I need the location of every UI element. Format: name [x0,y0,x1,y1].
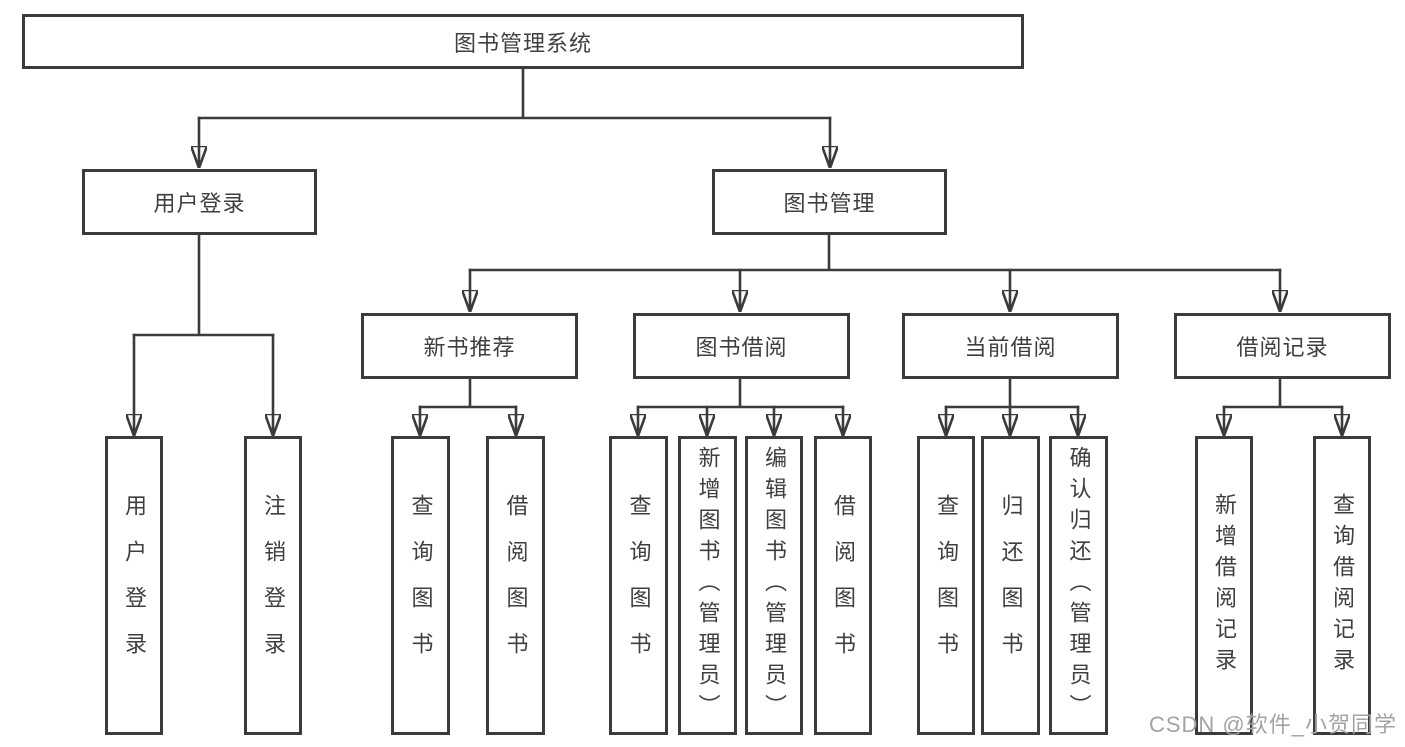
leaf-logout: 注销登录 [244,436,302,735]
leaf-label: 借阅图书 [831,493,856,678]
leaf-user-login: 用户登录 [105,436,163,735]
leaf-query-books-recommend: 查询图书 [391,436,450,735]
leaf-label: 新增借阅记录 [1212,492,1237,679]
node-library-management-system: 图书管理系统 [22,14,1024,69]
leaf-add-books-admin: 新增图书（管理员） [678,436,737,735]
leaf-label: 归还图书 [998,493,1024,678]
connector-login-split [132,233,275,337]
leaf-confirm-return-admin: 确认归还（管理员） [1049,436,1108,735]
connector-root-split [197,67,832,120]
leaf-label: 注销登录 [261,493,286,678]
leaf-label: 查询借阅记录 [1330,492,1355,679]
node-borrowing-records: 借阅记录 [1174,313,1391,379]
leaf-borrow-books-recommend: 借阅图书 [486,436,545,735]
leaf-label: 借阅图书 [503,493,529,678]
leaf-add-borrow-record: 新增借阅记录 [1195,436,1253,735]
leaf-label: 查询图书 [626,493,652,678]
leaf-label: 查询图书 [934,493,959,678]
node-book-management: 图书管理 [712,169,947,235]
node-user-login: 用户登录 [82,169,317,235]
leaf-label: 确认归还（管理员） [1066,446,1092,725]
leaf-label: 用户登录 [122,493,147,678]
connector-records-split [1222,376,1344,409]
connector-newbook-split [418,376,518,409]
connector-current-split [944,376,1080,409]
node-current-borrowing: 当前借阅 [902,313,1119,379]
csdn-watermark: CSDN @软件_小贺同学 [1148,712,1397,737]
leaf-query-borrow-record: 查询借阅记录 [1313,436,1371,735]
leaf-label: 新增图书（管理员） [695,446,721,725]
node-new-book-recommend: 新书推荐 [361,313,578,379]
leaf-label: 查询图书 [408,493,434,678]
leaf-query-books-borrowing: 查询图书 [609,436,668,735]
leaf-borrow-books: 借阅图书 [814,436,872,735]
connector-management-split [468,232,1282,272]
connector-borrowing-split [636,376,845,409]
node-book-borrowing: 图书借阅 [633,313,850,379]
leaf-edit-books-admin: 编辑图书（管理员） [745,436,803,735]
leaf-label: 编辑图书（管理员） [762,446,787,725]
leaf-query-books-current: 查询图书 [917,436,975,735]
leaf-return-books: 归还图书 [981,436,1040,735]
